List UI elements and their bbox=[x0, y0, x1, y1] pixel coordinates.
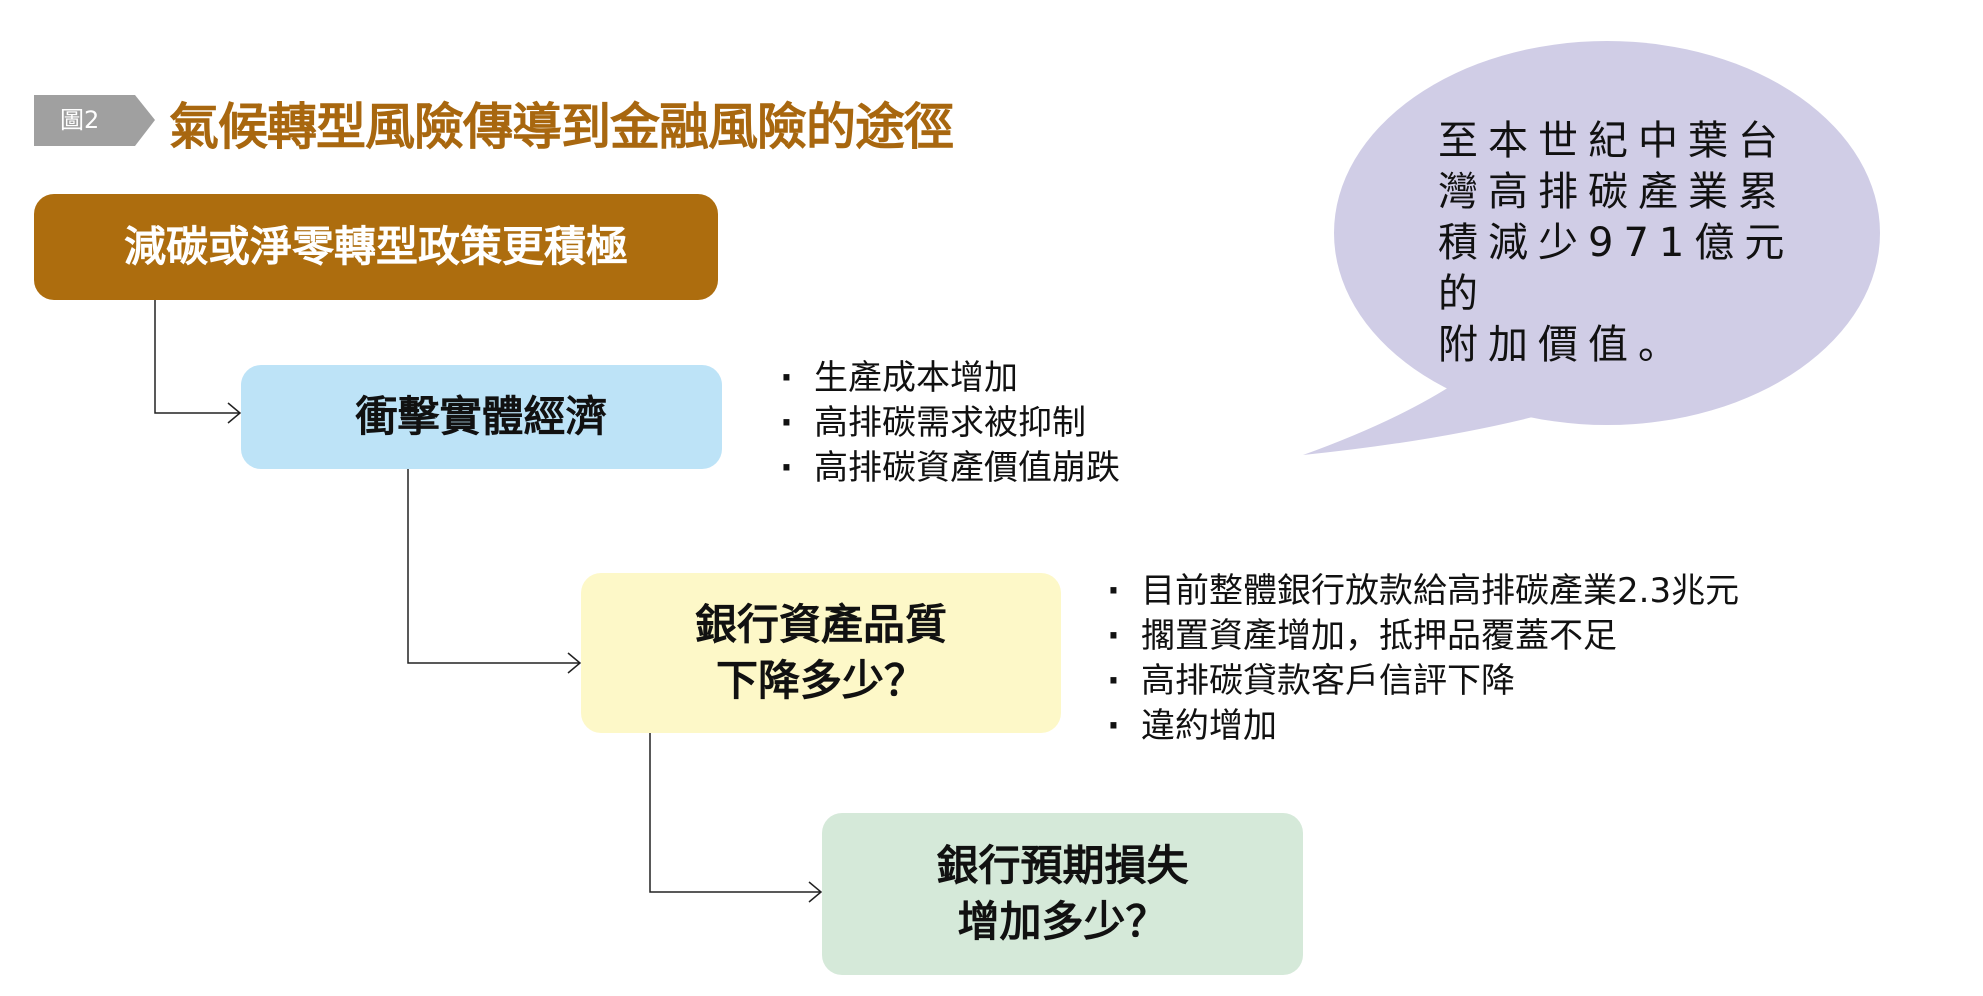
bank-asset-quality-box: 銀行資產品質 下降多少？ bbox=[581, 573, 1061, 733]
policy-box: 減碳或淨零轉型政策更積極 bbox=[34, 194, 718, 300]
callout-line: 附加價值。 bbox=[1438, 322, 1688, 368]
callout-text: 至本世紀中葉台 灣高排碳產業累 積減少971億元的 附加價值。 bbox=[1438, 116, 1818, 371]
callout-line: 至本世紀中葉台 bbox=[1438, 118, 1788, 164]
connector-economy-to-bank bbox=[407, 469, 582, 674]
speech-bubble bbox=[1303, 41, 1880, 455]
list-item: 違約增加 bbox=[1107, 704, 1739, 749]
real-economy-box-label: 衝擊實體經濟 bbox=[355, 392, 608, 441]
connector-bank-to-loss bbox=[649, 733, 823, 903]
figure-label: 圖2 bbox=[60, 106, 100, 134]
callout-line: 積減少971億元的 bbox=[1438, 220, 1795, 317]
list-item: 生產成本增加 bbox=[780, 356, 1120, 401]
bank-points: 目前整體銀行放款給高排碳產業2.3兆元 擱置資產增加，抵押品覆蓋不足 高排碳貸款… bbox=[1107, 569, 1739, 749]
policy-box-label: 減碳或淨零轉型政策更積極 bbox=[123, 222, 628, 271]
callout-line: 灣高排碳產業累 bbox=[1438, 169, 1788, 215]
figure-tag-shape bbox=[34, 95, 155, 146]
asset-quality-line-2: 下降多少？ bbox=[715, 656, 926, 705]
bank-expected-loss-box: 銀行預期損失 增加多少？ bbox=[822, 813, 1303, 975]
real-economy-points: 生產成本增加 高排碳需求被抑制 高排碳資產價值崩跌 bbox=[780, 356, 1120, 491]
page-title: 氣候轉型風險傳導到金融風險的途徑 bbox=[169, 97, 954, 156]
list-item: 目前整體銀行放款給高排碳產業2.3兆元 bbox=[1107, 569, 1739, 614]
expected-loss-line-2: 增加多少？ bbox=[957, 897, 1168, 946]
list-item: 高排碳資產價值崩跌 bbox=[780, 446, 1120, 491]
list-item: 高排碳需求被抑制 bbox=[780, 401, 1120, 446]
real-economy-box: 衝擊實體經濟 bbox=[241, 365, 722, 469]
list-item: 擱置資產增加，抵押品覆蓋不足 bbox=[1107, 614, 1739, 659]
expected-loss-line-1: 銀行預期損失 bbox=[936, 841, 1189, 890]
asset-quality-line-1: 銀行資產品質 bbox=[694, 600, 947, 649]
list-item: 高排碳貸款客戶信評下降 bbox=[1107, 659, 1739, 704]
connector-policy-to-economy bbox=[154, 300, 242, 424]
